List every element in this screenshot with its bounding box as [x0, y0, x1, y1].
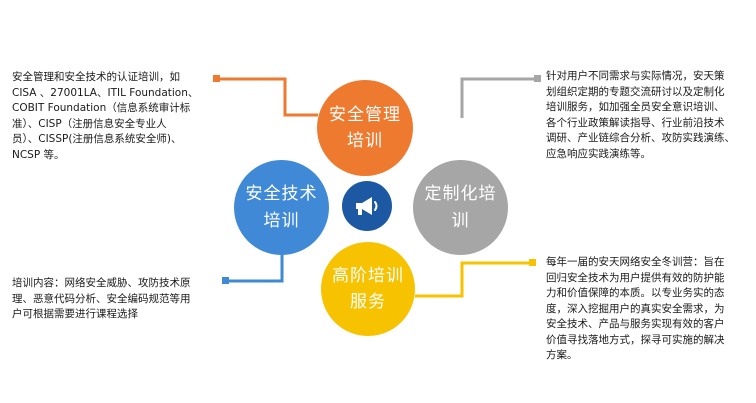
description-line: COBIT Foundation（信息系统审计标 [12, 102, 191, 114]
circle-security-technology-training: 安全技术 培训 [234, 160, 329, 255]
connector-bottom-right-end [529, 259, 536, 266]
description-line: 户可根据需要进行课程选择 [12, 308, 138, 320]
description-customized: 针对用户不同需求与实际情况，安天策 划组织定期的专题交流研讨以及定制化 培训服务… [546, 69, 735, 162]
circle-advanced-training-service: 高阶培训 服务 [321, 242, 415, 336]
circle-bottom-line2: 服务 [350, 292, 386, 312]
circle-right-line1: 定制化培 [424, 184, 497, 205]
description-line: 方案。 [546, 349, 578, 361]
circle-top-line2: 培训 [347, 131, 383, 151]
description-line: 回归安全技术为用户提供有效的防护能 [546, 271, 725, 284]
description-line: NCSP 等。 [12, 148, 65, 161]
description-line: 理、恶意代码分析、安全编码规范等用 [12, 292, 191, 305]
description-line: 价值寻找落地方式，探寻可实施的解决 [546, 333, 725, 346]
center-hub [342, 181, 392, 231]
connector-top-right [460, 77, 536, 118]
connector-bottom-right [415, 261, 530, 298]
connector-top-left [217, 77, 318, 117]
description-line: 准）、CISP（注册信息安全专业人 [12, 117, 167, 130]
connector-bottom-left [228, 254, 284, 283]
description-line: 调研、产业链综合分析、攻防实践演练、 [546, 132, 735, 144]
connector-top-right-end [534, 75, 541, 82]
circle-bottom-line1: 高阶培训 [332, 265, 404, 286]
description-security-technology: 培训内容：网络安全威胁、攻防技术原 理、恶意代码分析、安全编码规范等用 户可根据… [12, 276, 191, 323]
circle-left-line2: 培训 [263, 210, 300, 231]
circle-top-line1: 安全管理 [329, 104, 401, 125]
description-advanced-training: 每年一届的安天网络安全冬训营：旨在 回归安全技术为用户提供有效的防护能 力和价值… [546, 255, 725, 364]
circle-left-line1: 安全技术 [245, 184, 318, 205]
description-line: 培训服务，如加强全员安全意识培训、 [546, 101, 725, 113]
description-line: 安全管理和安全技术的认证培训，如 [12, 71, 180, 83]
description-line: 划组织定期的专题交流研讨以及定制化 [546, 85, 725, 98]
circle-security-management-training: 安全管理 培训 [317, 80, 413, 176]
connector-top-left-end [213, 75, 220, 82]
description-line: 培训内容：网络安全威胁、攻防技术原 [12, 277, 191, 289]
description-line: CISA 、27001LA、ITIL Foundation、 [12, 86, 199, 99]
description-line: 度，深入挖掘用户的真实安全需求，为 [546, 302, 725, 315]
connector-bottom-left-end [222, 277, 229, 284]
description-security-management: 安全管理和安全技术的认证培训，如 CISA 、27001LA、ITIL Foun… [12, 70, 198, 163]
description-line: 应急响应实践演练等。 [546, 147, 651, 160]
description-line: 力和价值保障的本质。以专业务实的态 [546, 287, 725, 299]
circle-right-line2: 训 [451, 210, 470, 231]
description-line: 员）、CISSP(注册信息系统安全师)、 [12, 133, 182, 145]
description-line: 各个行业政策解读指导、行业前沿技术 [546, 116, 725, 129]
megaphone-icon [356, 197, 378, 215]
description-line: 每年一届的安天网络安全冬训营：旨在 [546, 256, 725, 268]
description-line: 针对用户不同需求与实际情况，安天策 [546, 70, 725, 82]
description-line: 安全技术、产品与服务实现有效的客户 [546, 318, 725, 330]
circle-customized-training: 定制化培 训 [413, 160, 508, 255]
